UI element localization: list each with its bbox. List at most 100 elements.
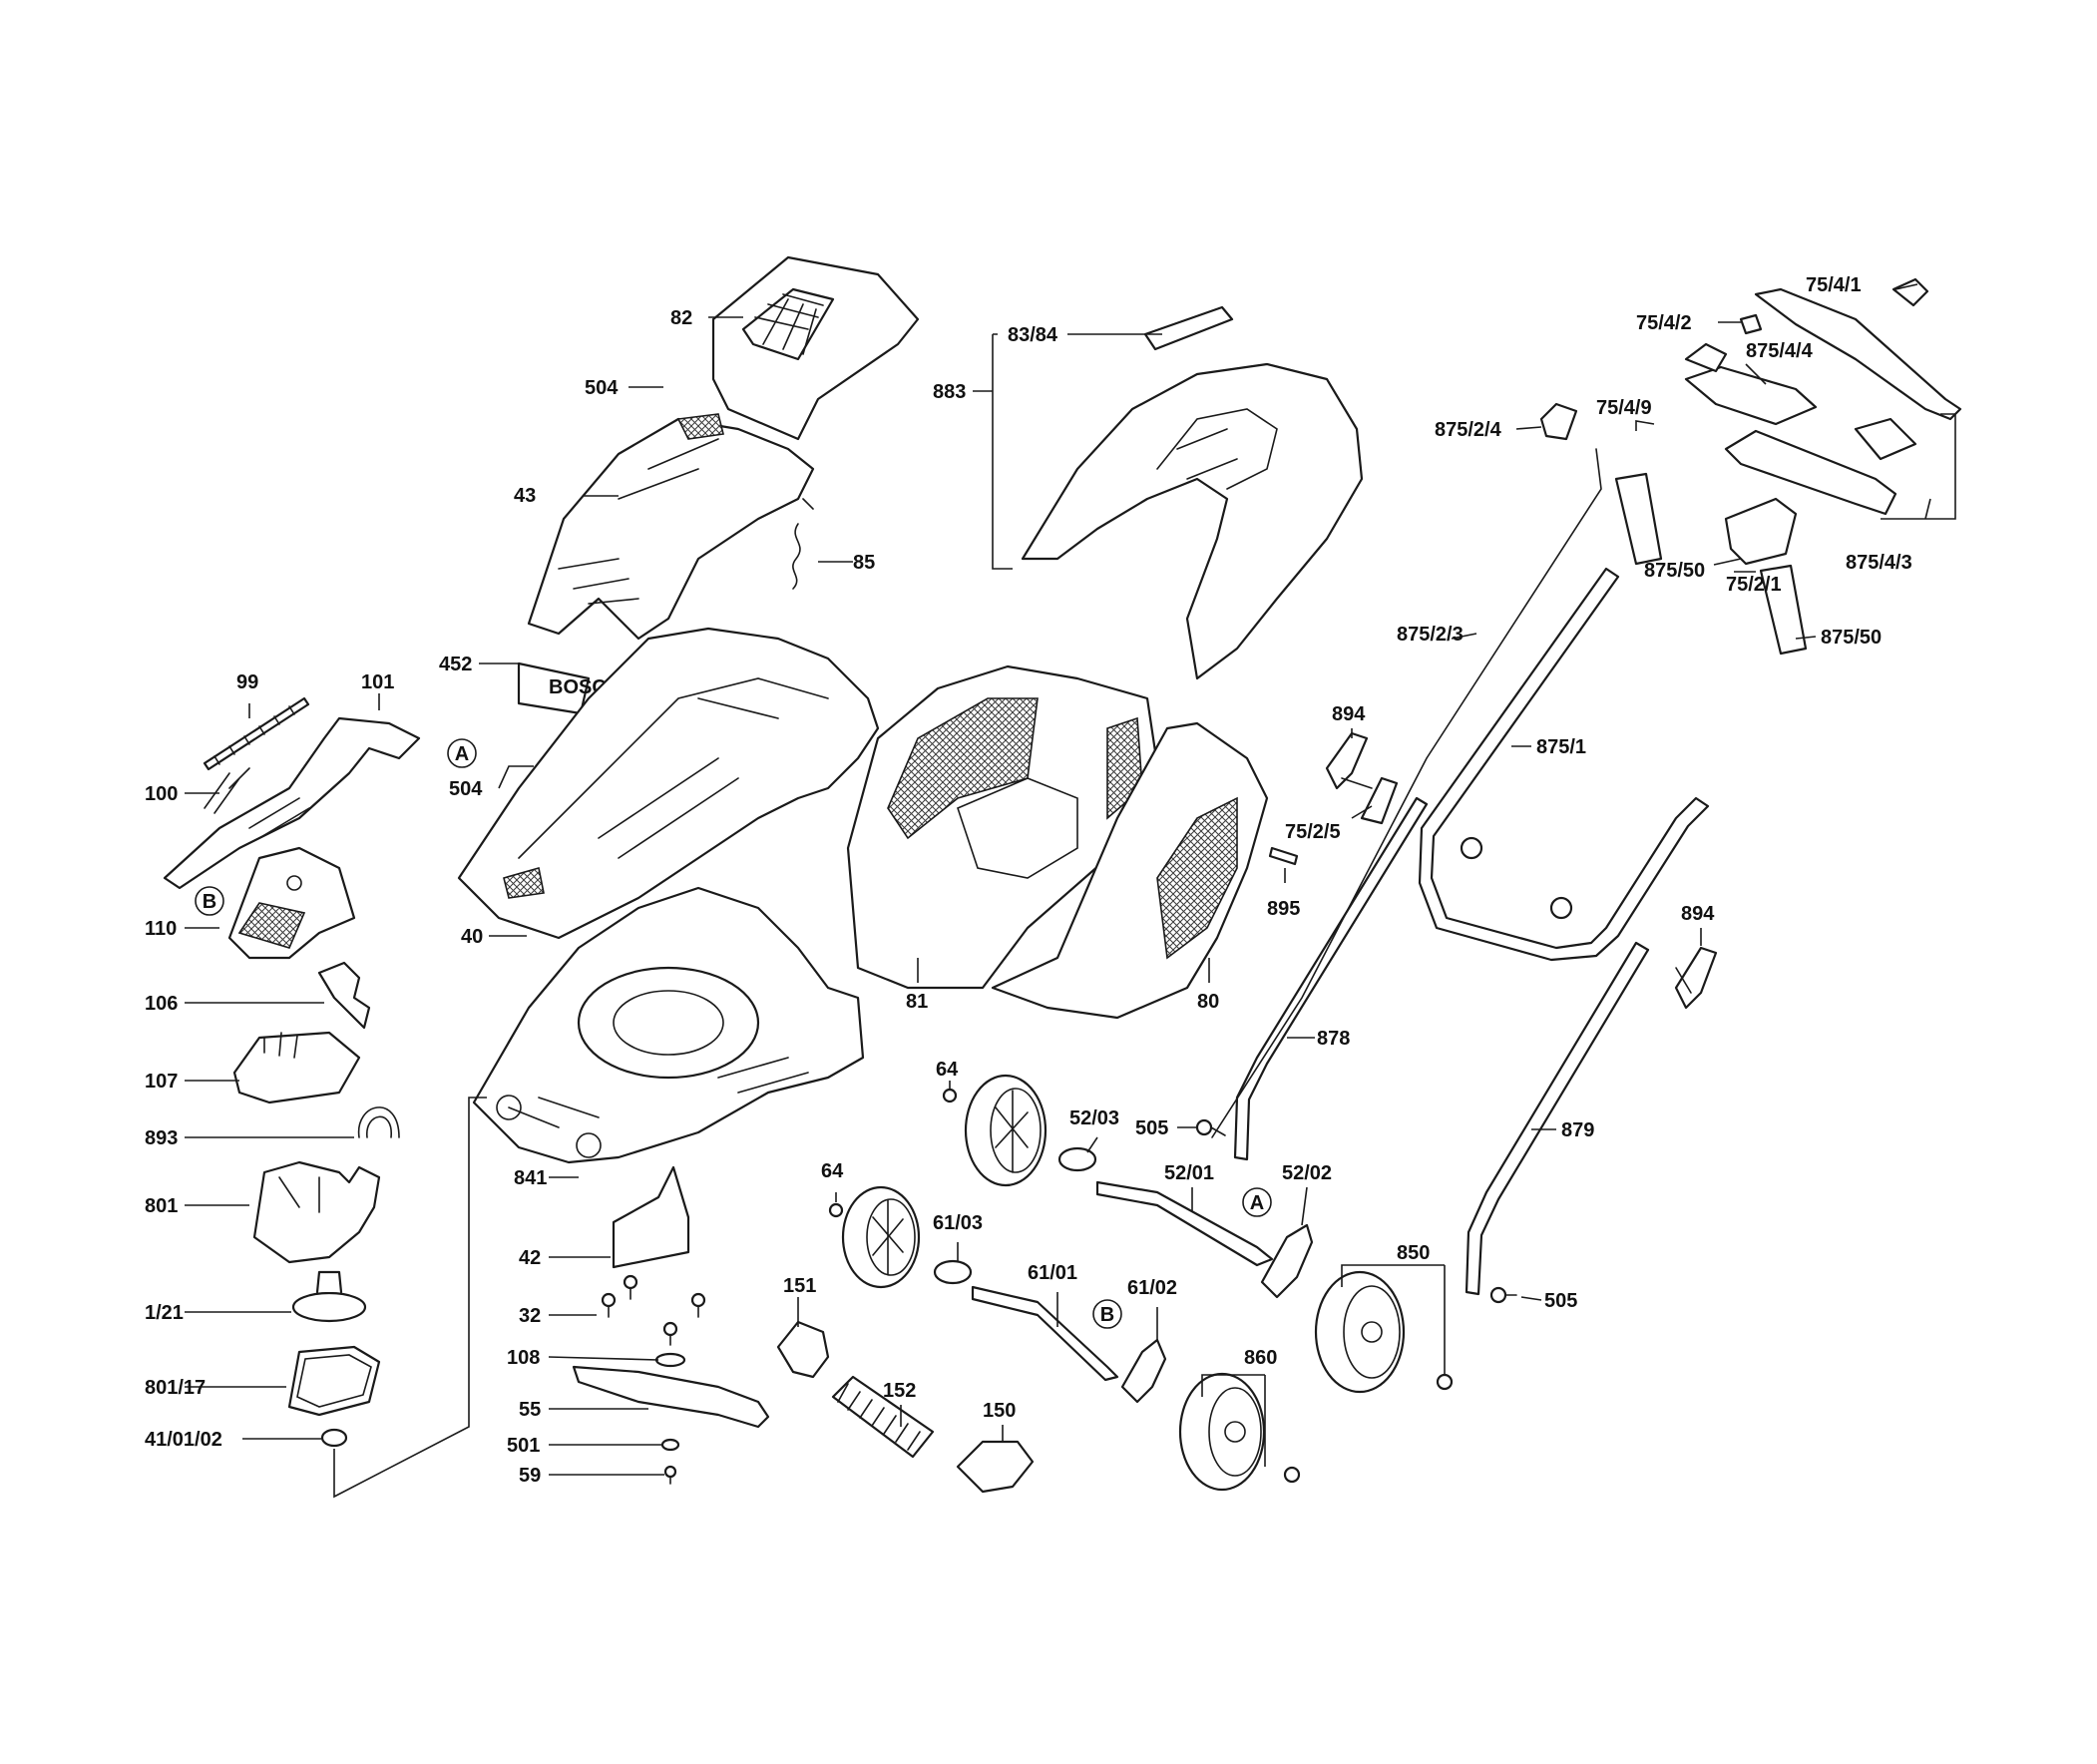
label-505-right: 505 <box>1544 1290 1577 1312</box>
label-875-2-3: 875/2/3 <box>1397 624 1464 646</box>
part-110-cover <box>227 846 356 960</box>
part-52-02-bracket <box>1260 1223 1314 1299</box>
part-61-02-bracket <box>1120 1338 1167 1404</box>
label-41-01-02: 41/01/02 <box>145 1429 222 1451</box>
label-52-01: 52/01 <box>1164 1162 1214 1184</box>
label-42: 42 <box>519 1247 541 1269</box>
part-108-washer <box>654 1321 686 1368</box>
label-894-right: 894 <box>1681 903 1715 925</box>
label-875-4-4: 875/4/4 <box>1746 340 1814 362</box>
label-80: 80 <box>1197 991 1219 1013</box>
label-40: 40 <box>461 926 483 948</box>
label-152: 152 <box>883 1380 916 1402</box>
part-52-01-axle <box>1095 1180 1274 1267</box>
part-52-03-bushing <box>1057 1146 1097 1172</box>
label-75-4-1: 75/4/1 <box>1806 274 1862 296</box>
marker-a-left: A <box>447 738 477 768</box>
label-101: 101 <box>361 671 394 693</box>
label-875-1: 875/1 <box>1536 736 1586 758</box>
part-100-clip <box>204 767 250 814</box>
part-101-lever <box>163 716 421 890</box>
label-61-01: 61/01 <box>1028 1262 1077 1284</box>
part-878-lower-handle <box>1233 796 1429 1161</box>
part-1-21-fan <box>291 1270 367 1323</box>
label-99: 99 <box>236 671 258 693</box>
label-110: 110 <box>145 918 177 940</box>
part-893-cable <box>357 1106 400 1138</box>
label-64-upper: 64 <box>936 1059 959 1081</box>
label-875-4-3: 875/4/3 <box>1846 552 1912 574</box>
label-850: 850 <box>1397 1242 1430 1264</box>
part-883-grassbox-lid <box>1021 362 1364 680</box>
part-42-chute <box>612 1165 690 1269</box>
part-801-17-belt <box>287 1345 381 1417</box>
part-75-4-2-grip <box>1739 313 1917 461</box>
label-43: 43 <box>514 485 536 507</box>
part-875-4-4-grip <box>1684 342 1818 426</box>
label-150: 150 <box>983 1400 1016 1422</box>
part-83-84-handle <box>1143 305 1234 351</box>
part-59-bolt <box>663 1465 677 1485</box>
part-front-wheel-upper <box>964 1074 1048 1187</box>
part-850-rear-wheel <box>1314 1270 1454 1394</box>
svg-text:B: B <box>203 891 216 913</box>
label-878: 878 <box>1317 1028 1350 1050</box>
part-55-blade <box>572 1365 770 1429</box>
label-841: 841 <box>514 1167 547 1189</box>
label-82: 82 <box>670 307 692 329</box>
part-895-pin <box>1268 846 1299 866</box>
label-75-4-2: 75/4/2 <box>1636 312 1692 334</box>
label-504-mid: 504 <box>449 778 483 800</box>
label-85: 85 <box>853 552 875 574</box>
part-82-cover <box>711 255 920 441</box>
part-labels: 82 504 43 85 452 504 40 99 101 100 110 1… <box>145 274 1912 1487</box>
label-61-02: 61/02 <box>1127 1277 1177 1299</box>
label-81: 81 <box>906 991 928 1013</box>
part-894-knob-b <box>1674 946 1718 1010</box>
part-152-roller <box>831 1375 935 1459</box>
marker-b-left: B <box>195 886 224 916</box>
part-860-rear-wheel <box>1178 1372 1301 1492</box>
part-875-50-tube-a <box>1614 472 1663 566</box>
label-64-lower: 64 <box>821 1160 844 1182</box>
label-75-4-9: 75/4/9 <box>1596 397 1652 419</box>
label-893: 893 <box>145 1127 178 1149</box>
part-99-spring <box>203 696 310 771</box>
part-75-4-1-grip <box>1754 277 1962 421</box>
label-100: 100 <box>145 783 178 805</box>
label-1-21: 1/21 <box>145 1302 184 1324</box>
svg-text:B: B <box>1100 1304 1114 1326</box>
label-501: 501 <box>507 1435 540 1457</box>
part-41-01-02-pulley <box>320 1428 348 1448</box>
label-106: 106 <box>145 993 178 1015</box>
label-52-03: 52/03 <box>1069 1107 1119 1129</box>
label-83-84: 83/84 <box>1008 324 1058 346</box>
part-879-lower-handle <box>1465 941 1650 1296</box>
label-52-02: 52/02 <box>1282 1162 1332 1184</box>
label-801-17: 801/17 <box>145 1377 206 1399</box>
part-875-2-3-cable <box>1211 448 1602 1138</box>
part-875-4-3-grip <box>1724 429 1897 516</box>
label-860: 860 <box>1244 1347 1277 1369</box>
part-85-spring <box>792 498 814 590</box>
label-32: 32 <box>519 1305 541 1327</box>
label-894-left: 894 <box>1332 703 1366 725</box>
part-64-cap-a <box>942 1088 958 1103</box>
label-75-2-1: 75/2/1 <box>1726 574 1782 596</box>
part-107-switch-box <box>232 1031 361 1104</box>
label-875-2-4: 875/2/4 <box>1435 419 1502 441</box>
label-879: 879 <box>1561 1119 1594 1141</box>
marker-a-right: A <box>1242 1187 1272 1217</box>
label-504-top: 504 <box>585 377 619 399</box>
part-501-washer <box>660 1438 680 1452</box>
part-61-01-axle <box>971 1285 1119 1382</box>
label-151: 151 <box>783 1275 816 1297</box>
label-59: 59 <box>519 1465 541 1487</box>
part-106-bracket <box>317 961 371 1030</box>
part-40-motor-housing <box>457 627 880 940</box>
part-80-grassbag <box>991 721 1269 1020</box>
leader-lines <box>185 283 1956 1499</box>
part-75-2-5-clamp <box>1360 776 1399 825</box>
part-505-screw-b <box>1489 1286 1517 1304</box>
